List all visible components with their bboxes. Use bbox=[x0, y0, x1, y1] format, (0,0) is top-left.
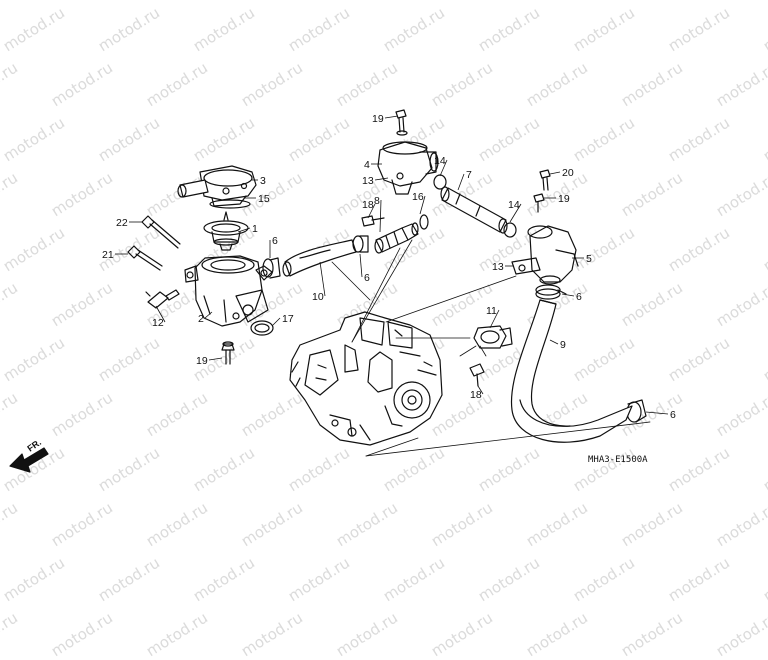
callout-5: 5 bbox=[586, 253, 592, 265]
bracket-11 bbox=[474, 326, 512, 348]
leader-line bbox=[272, 318, 280, 326]
callout-12: 12 bbox=[152, 317, 164, 329]
leader-line bbox=[458, 174, 464, 190]
bolt-20 bbox=[540, 170, 550, 190]
callout-3: 3 bbox=[260, 175, 266, 187]
bolt-22 bbox=[142, 216, 180, 248]
leader-line bbox=[360, 254, 362, 277]
callout-11: 11 bbox=[486, 305, 497, 317]
clamp-6a bbox=[263, 258, 280, 278]
watermark-text: motod.ru bbox=[428, 609, 496, 660]
parts-diagram: 1234566667891011121313141415161718181919… bbox=[0, 0, 768, 576]
callout-13: 13 bbox=[492, 261, 504, 273]
leader-line bbox=[550, 340, 558, 344]
callout-15: 15 bbox=[258, 193, 270, 205]
callout-8: 8 bbox=[374, 195, 380, 207]
callout-6: 6 bbox=[670, 409, 676, 421]
callout-16: 16 bbox=[412, 191, 424, 203]
leader-line bbox=[380, 200, 381, 232]
leader-line bbox=[550, 172, 560, 174]
bolt-21 bbox=[128, 246, 162, 270]
callout-1: 1 bbox=[252, 223, 258, 235]
watermark-text: motod.ru bbox=[143, 609, 211, 660]
bolt-19-upper bbox=[396, 110, 407, 135]
hose-10 bbox=[283, 240, 356, 276]
watermark-text: motod.ru bbox=[713, 609, 768, 660]
engine-block bbox=[290, 312, 442, 445]
watermark-text: motod.ru bbox=[238, 609, 306, 660]
callout-14: 14 bbox=[508, 199, 520, 211]
callout-19: 19 bbox=[196, 355, 208, 367]
watermark-text: motod.ru bbox=[523, 609, 591, 660]
watermark-text: motod.ru bbox=[333, 609, 401, 660]
o-ring-17 bbox=[251, 321, 273, 335]
watermark-text: motod.ru bbox=[0, 609, 21, 660]
callout-2: 2 bbox=[198, 313, 204, 325]
callout-21: 21 bbox=[102, 249, 114, 261]
temperature-sensor bbox=[146, 290, 179, 308]
clamp-6c bbox=[536, 285, 566, 299]
water-joint-5 bbox=[512, 226, 578, 284]
callout-9: 9 bbox=[560, 339, 566, 351]
callout-19: 19 bbox=[372, 113, 384, 125]
callout-18: 18 bbox=[470, 389, 482, 401]
callout-20: 20 bbox=[562, 167, 574, 179]
callout-4: 4 bbox=[364, 159, 370, 171]
callout-6: 6 bbox=[576, 291, 582, 303]
thermostat-cover bbox=[178, 166, 256, 208]
bolt-18-lower bbox=[470, 364, 484, 386]
callout-13: 13 bbox=[362, 175, 374, 187]
hose-9 bbox=[511, 300, 632, 442]
callout-10: 10 bbox=[312, 291, 324, 303]
bolt-19-right bbox=[534, 194, 544, 212]
bolt-19-lower bbox=[222, 342, 234, 364]
callout-14: 14 bbox=[434, 155, 446, 167]
callout-18: 18 bbox=[362, 199, 374, 211]
diagram-code: MHA3-E1500A bbox=[588, 455, 648, 465]
callout-7: 7 bbox=[466, 169, 472, 181]
watermark-text: motod.ru bbox=[48, 609, 116, 660]
pipe-joint-8 bbox=[375, 223, 418, 253]
leader-line bbox=[385, 116, 398, 118]
watermark-text: motod.ru bbox=[618, 609, 686, 660]
callout-19: 19 bbox=[558, 193, 570, 205]
leader-line bbox=[562, 294, 574, 296]
water-joint-4 bbox=[378, 142, 438, 194]
callout-6: 6 bbox=[272, 235, 278, 247]
o-ring-16 bbox=[420, 215, 428, 229]
callout-6: 6 bbox=[364, 272, 370, 284]
callout-17: 17 bbox=[282, 313, 294, 325]
callout-22: 22 bbox=[116, 217, 128, 229]
leader-line bbox=[646, 412, 668, 414]
pipe-7 bbox=[441, 187, 507, 233]
leader-line bbox=[209, 358, 222, 360]
